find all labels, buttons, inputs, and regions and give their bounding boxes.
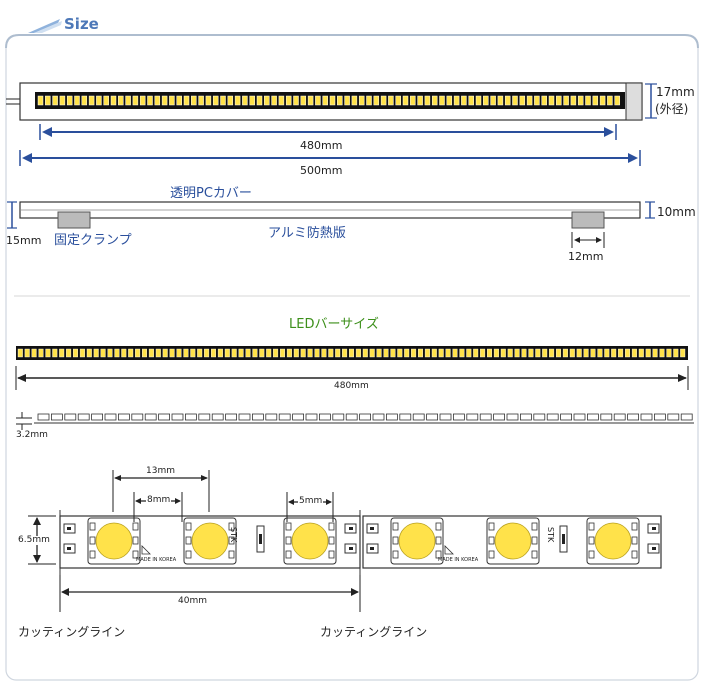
stk-label-1: STK — [229, 527, 238, 543]
diameter-label: 17mm — [656, 85, 695, 99]
strip-detail — [59, 510, 662, 575]
length-500-label: 500mm — [300, 164, 343, 177]
header-swoosh-icon — [28, 19, 62, 33]
strip-led-row — [17, 348, 686, 358]
led-size-label: 5mm — [298, 496, 324, 506]
base-height-label: 15mm — [6, 234, 42, 247]
alum-label: アルミ防熱版 — [268, 226, 346, 241]
pitch-label: 8mm — [146, 495, 172, 505]
width-label: 6.5mm — [18, 535, 50, 545]
clamp-width-label: 12mm — [568, 250, 604, 263]
made-in-label-1: MADE IN KOREA — [136, 557, 177, 563]
height-label: 10mm — [657, 205, 696, 219]
strip-length-label: 480mm — [334, 381, 369, 391]
header-title: Size — [64, 15, 99, 33]
pitch2-label: 13mm — [146, 466, 175, 476]
clamp-left — [57, 211, 91, 229]
segment-label: 40mm — [178, 596, 207, 606]
diameter-note: (外径) — [655, 102, 689, 116]
clamp-right — [571, 211, 605, 229]
strip-title: LEDバーサイズ — [289, 317, 379, 332]
made-in-label-2: MADE IN KOREA — [438, 557, 479, 563]
cutting-line-label-1: カッティングライン — [18, 625, 126, 639]
strip-thickness-label: 3.2mm — [16, 430, 48, 440]
tube-side-view — [19, 201, 641, 229]
cutting-line-label-2: カッティングライン — [320, 625, 428, 639]
tube-led-row — [37, 95, 620, 106]
stk-label-2: STK — [546, 527, 555, 543]
clamp-label: 固定クランプ — [54, 233, 132, 248]
length-480-label: 480mm — [300, 139, 343, 152]
tube-top-view — [6, 82, 643, 121]
strip-profile-chips — [37, 413, 693, 421]
cover-label: 透明PCカバー — [170, 186, 252, 201]
